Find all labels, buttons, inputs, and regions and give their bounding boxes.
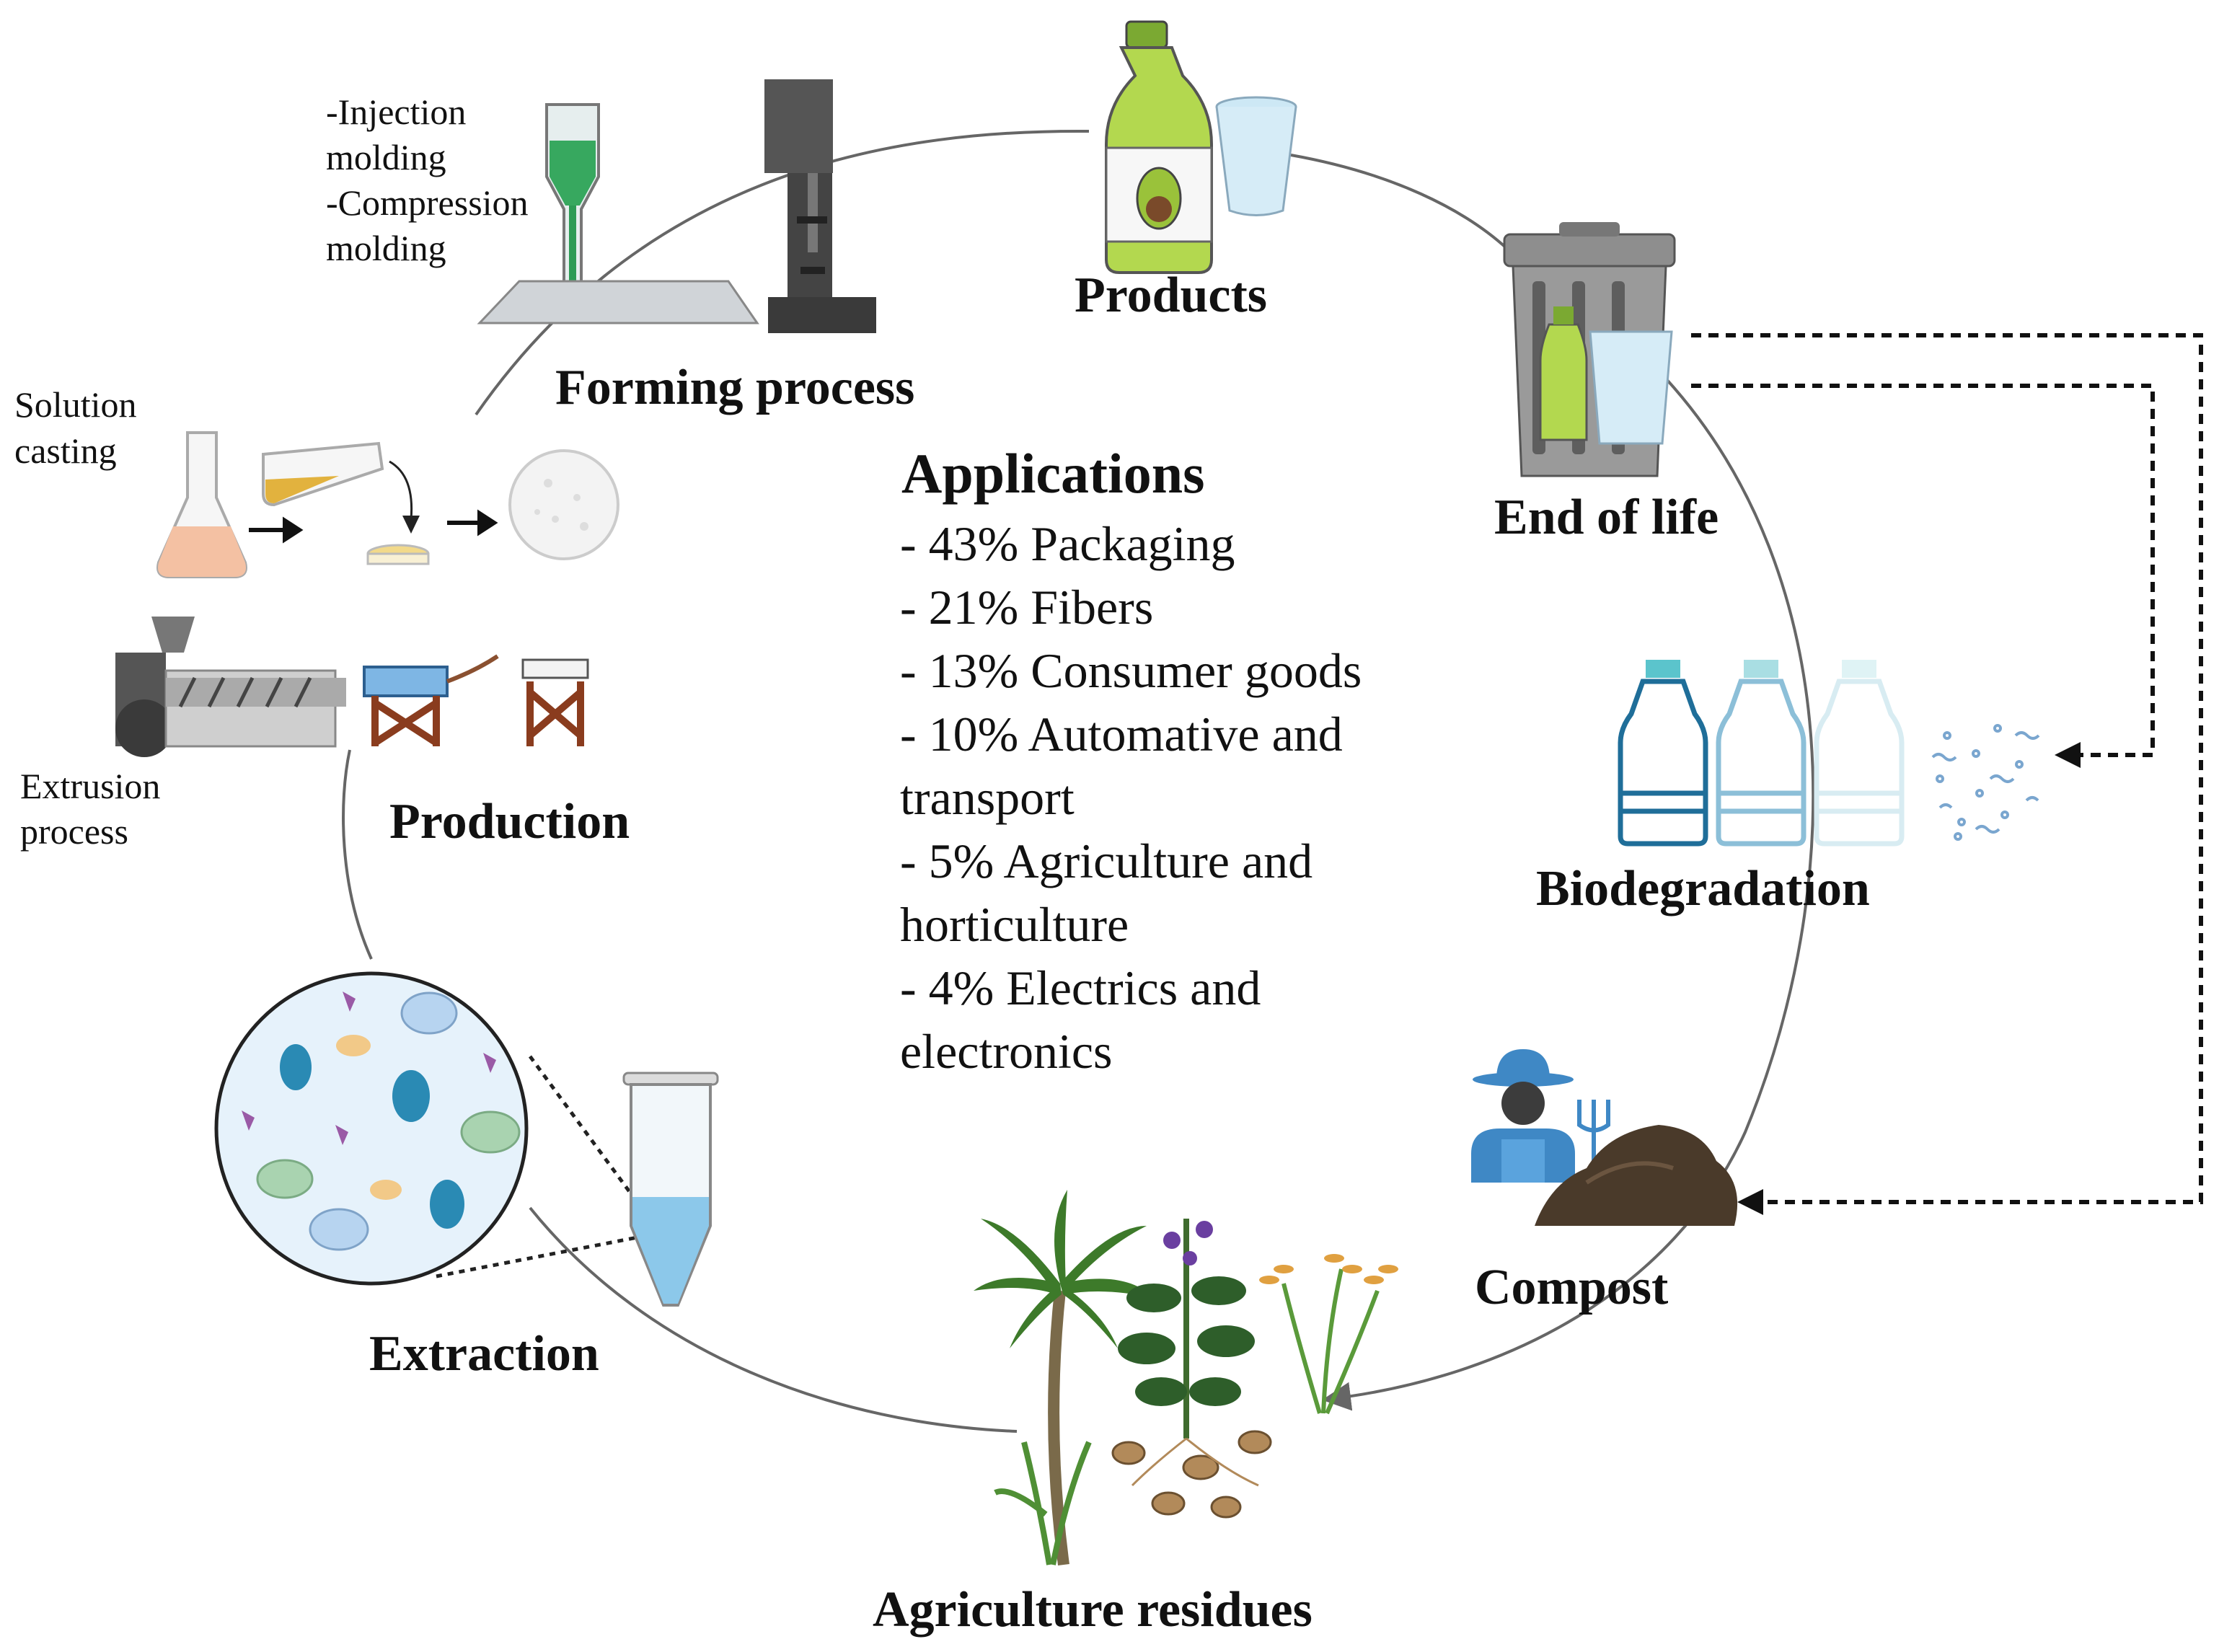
cycle-arc-residues-to-extraction: [529, 1206, 1018, 1433]
application-line: - 5% Agriculture and: [900, 834, 1313, 888]
label-extraction: Extraction: [369, 1326, 599, 1382]
extruder-icon: [115, 617, 589, 757]
extraction-zoom-lines: [436, 1055, 662, 1278]
label-end-of-life: End of life: [1494, 490, 1719, 545]
label-biodegradation: Biodegradation: [1536, 861, 1870, 916]
cup-icon: [1215, 96, 1297, 216]
application-line: electronics: [900, 1024, 1113, 1079]
trash-bin-icon: [1503, 222, 1676, 477]
press-machine-icon: [764, 79, 876, 333]
sugarcane-icon: [994, 1441, 1092, 1565]
label-production: Production: [389, 794, 630, 849]
potato-plant-icon: [1111, 1219, 1272, 1519]
route-to-compost: [1691, 333, 2203, 1215]
compost-pile-icon: [1535, 1125, 1738, 1226]
agriculture-plants: [974, 1190, 1398, 1566]
route-to-biodegradation: [1691, 384, 2155, 768]
solution-casting-label: Solution: [14, 384, 136, 425]
extrusion-label: Extrusion: [20, 766, 160, 806]
flask-icon: [156, 431, 247, 578]
applications-title: Applications: [901, 442, 1204, 505]
beaker-pour-icon: [262, 441, 420, 534]
label-forming-process: Forming process: [555, 360, 914, 415]
forming-method-line: molding: [326, 228, 446, 268]
applications-block: Applications - 43% Packaging - 21% Fiber…: [900, 442, 1362, 1079]
application-line: - 4% Electrics and: [900, 960, 1261, 1015]
solution-casting-label: casting: [14, 430, 117, 471]
farmer-icon: [1471, 1049, 1610, 1190]
label-products: Products: [1075, 268, 1267, 323]
cycle-arc-extraction-to-production: [342, 749, 373, 960]
application-line: - 10% Automative and: [900, 707, 1343, 761]
cycle-arc-products-to-bin: [1290, 154, 1509, 250]
petri-dish-icon: [366, 544, 430, 565]
products-illustration: [1105, 20, 1297, 274]
film-disc-icon: [508, 449, 619, 560]
arrow-icon: [447, 509, 498, 536]
forming-method-line: molding: [326, 137, 446, 177]
end-of-life-routes: [1691, 333, 2203, 1215]
microparticles-icon: [1931, 724, 2040, 841]
degrading-bottles-icon: [1618, 660, 1905, 847]
label-agriculture-residues: Agriculture residues: [873, 1582, 1313, 1638]
application-line: - 43% Packaging: [900, 516, 1235, 571]
injection-molding-nozzle-icon: [477, 103, 759, 324]
arrow-icon: [249, 516, 304, 544]
cycle-arc-bin-to-residues: [1322, 377, 1815, 1411]
forming-method-line: -Injection: [326, 92, 466, 132]
test-tube-icon: [622, 1072, 719, 1307]
forming-illustration: [477, 79, 876, 333]
application-line: transport: [900, 770, 1075, 825]
microscope-view-icon: [214, 971, 529, 1286]
label-compost: Compost: [1475, 1260, 1668, 1315]
rice-plant-icon: [1259, 1254, 1398, 1415]
forming-method-line: -Compression: [326, 182, 529, 223]
application-line: - 13% Consumer goods: [900, 643, 1362, 698]
application-line: horticulture: [900, 897, 1129, 952]
application-line: - 21% Fibers: [900, 580, 1153, 635]
bottle-icon: [1105, 20, 1213, 274]
extrusion-label: process: [20, 811, 128, 852]
